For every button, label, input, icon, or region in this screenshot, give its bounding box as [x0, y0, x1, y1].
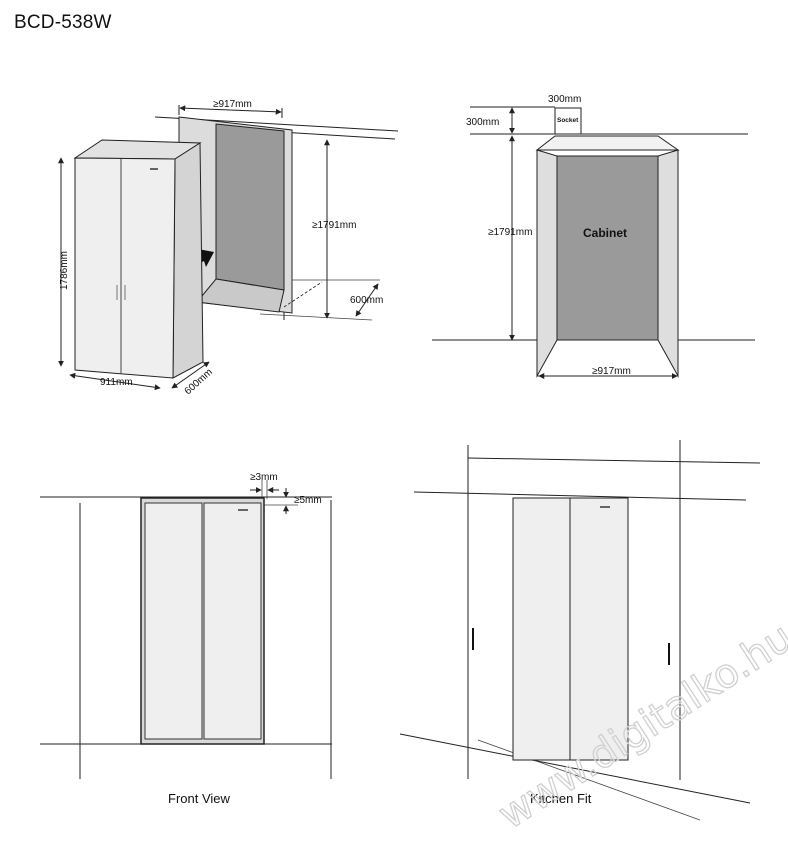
fridge-perspective [73, 139, 204, 379]
cabinet-label: Cabinet [583, 226, 627, 240]
fridge-height-label: 1786mm [59, 251, 70, 290]
cabinet-width-label: ≥917mm [592, 366, 631, 377]
fridge-right-door [203, 502, 262, 740]
panel-cabinet-dimensions: Socket 300mm 300mm Cabinet ≥1791mm ≥917m… [432, 94, 755, 379]
niche-height-label: ≥1791mm [312, 220, 356, 231]
kitchen-fit-caption: Kitchen Fit [530, 791, 592, 806]
panel-front-view: ≥3mm ≥5mm Front View [40, 472, 332, 806]
top-gap-label: ≥5mm [294, 495, 322, 506]
socket-box [554, 107, 582, 135]
cabinet-left-side [536, 149, 558, 378]
socket-width-label: 300mm [548, 94, 581, 105]
socket-label: Socket [557, 117, 579, 124]
front-view-caption: Front View [168, 791, 231, 806]
cabinet-right-side [657, 149, 679, 378]
fridge-left-door [144, 502, 203, 740]
cabinet-height-label: ≥1791mm [488, 227, 532, 238]
side-gap-label: ≥3mm [250, 472, 278, 483]
panel-niche-dimensions: ≥917mm ≥1791mm 600mm 1786mm 911mm 600mm [58, 99, 399, 397]
panel-kitchen-fit: Kitchen Fit [399, 440, 761, 821]
niche-width-label: ≥917mm [213, 99, 252, 110]
fridge-depth-label: 600mm [183, 367, 215, 397]
fridge-width-label: 911mm [100, 377, 133, 388]
niche-back [215, 123, 285, 291]
page-title: BCD-538W [14, 12, 112, 33]
socket-height-label: 300mm [466, 117, 499, 128]
cabinet-back [556, 155, 659, 341]
niche-depth-label: 600mm [350, 295, 383, 306]
